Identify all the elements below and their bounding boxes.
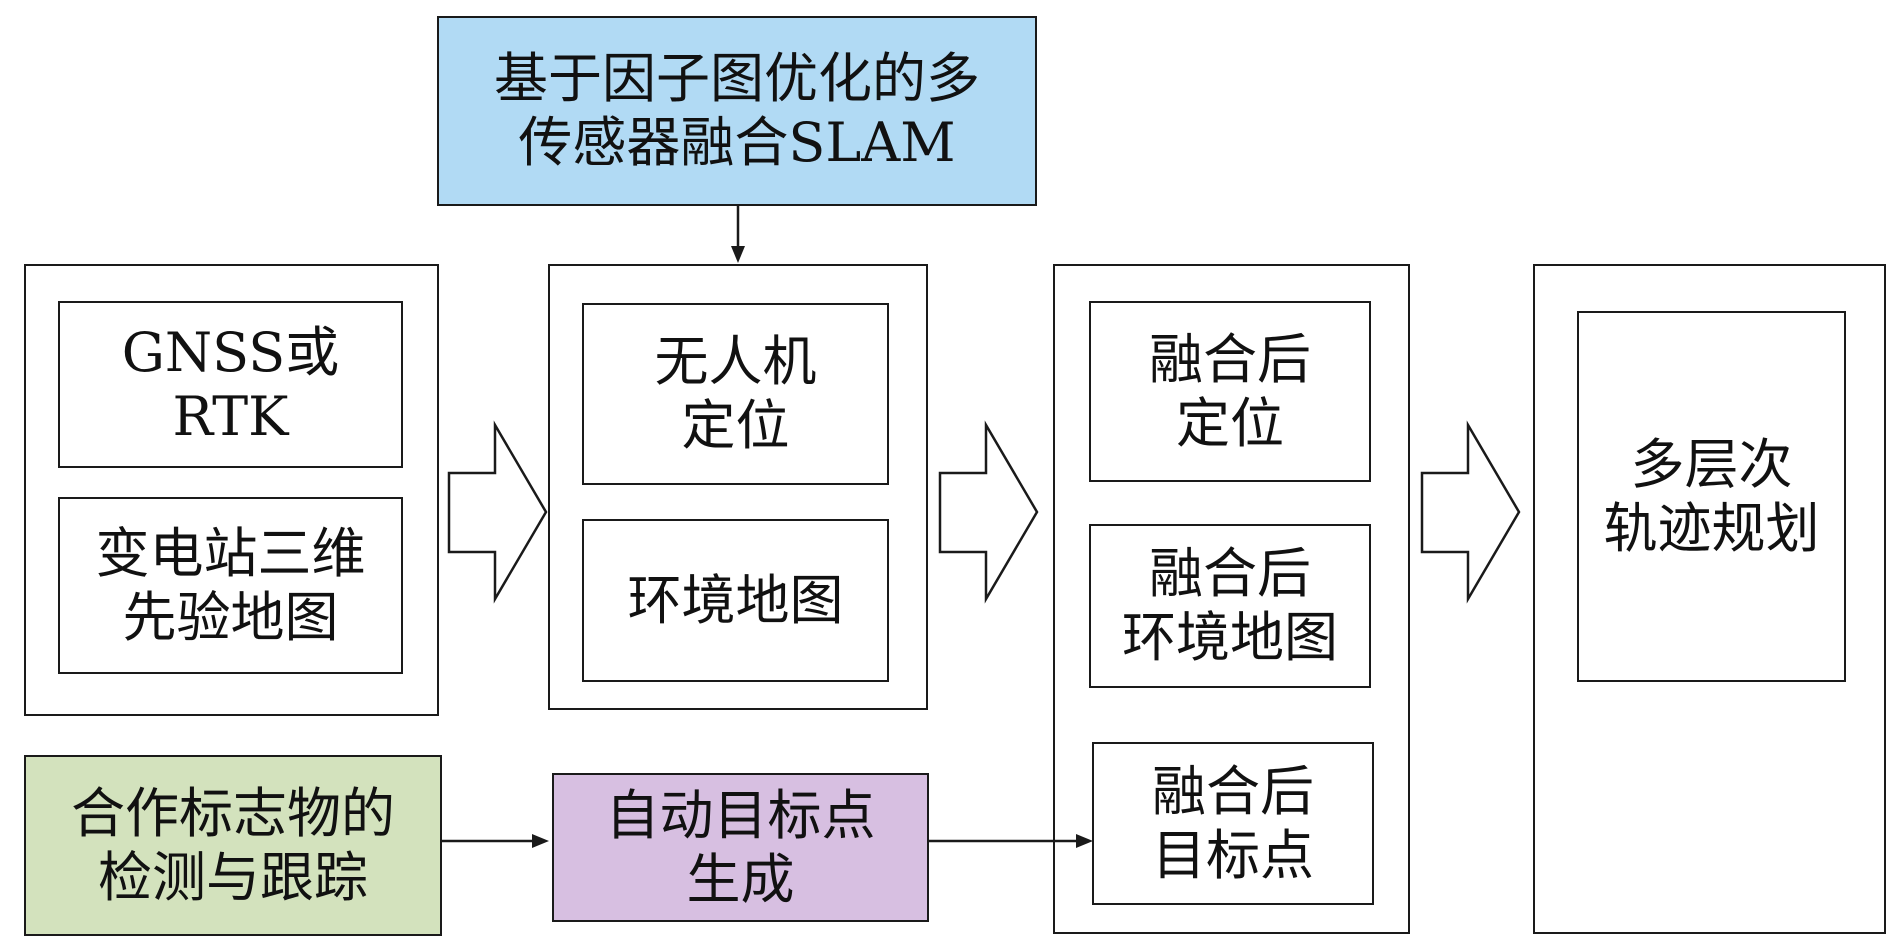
gnss-rtk-box: GNSS或 RTK bbox=[58, 301, 403, 468]
trajectory-planning-line1: 多层次 bbox=[1630, 432, 1793, 496]
fused-target-points-box: 融合后 目标点 bbox=[1092, 742, 1374, 905]
environment-map-line1: 环境地图 bbox=[627, 568, 844, 632]
fused-target-points-line2: 目标点 bbox=[1152, 823, 1314, 887]
fused-environment-map-line2: 环境地图 bbox=[1122, 606, 1338, 669]
uav-localization-box: 无人机 定位 bbox=[582, 303, 889, 485]
trajectory-planning-box: 多层次 轨迹规划 bbox=[1577, 311, 1846, 682]
prior-map-line2: 先验地图 bbox=[122, 585, 339, 649]
hollow-arrow-column3-to-column4 bbox=[1420, 420, 1521, 604]
gnss-rtk-line2: RTK bbox=[172, 384, 289, 448]
slam-box: 基于因子图优化的多 传感器融合SLAM bbox=[437, 16, 1037, 206]
fused-environment-map-box: 融合后 环境地图 bbox=[1089, 524, 1371, 688]
environment-map-box: 环境地图 bbox=[582, 519, 889, 682]
auto-target-generation-line2: 生成 bbox=[686, 847, 795, 911]
hollow-arrow-column2-to-column3 bbox=[938, 420, 1039, 604]
marker-detection-line1: 合作标志物的 bbox=[71, 781, 395, 845]
arrow-marker-to-target-head bbox=[532, 834, 549, 848]
marker-detection-box: 合作标志物的 检测与跟踪 bbox=[24, 755, 442, 936]
trajectory-planning-line2: 轨迹规划 bbox=[1603, 496, 1820, 560]
prior-map-line1: 变电站三维 bbox=[95, 521, 366, 585]
uav-localization-line2: 定位 bbox=[681, 394, 790, 457]
auto-target-generation-line1: 自动目标点 bbox=[605, 783, 876, 847]
uav-localization-line1: 无人机 bbox=[654, 330, 817, 393]
fused-localization-box: 融合后 定位 bbox=[1089, 301, 1371, 482]
marker-detection-line2: 检测与跟踪 bbox=[98, 845, 368, 909]
hollow-arrow-column1-to-column2 bbox=[447, 420, 548, 604]
fused-localization-line1: 融合后 bbox=[1149, 327, 1311, 391]
fused-target-points-line1: 融合后 bbox=[1152, 759, 1314, 823]
fused-localization-line2: 定位 bbox=[1176, 391, 1284, 455]
arrow-slam-to-column2-head bbox=[731, 246, 745, 263]
slam-box-line1: 基于因子图优化的多 bbox=[494, 47, 980, 110]
prior-map-box: 变电站三维 先验地图 bbox=[58, 497, 403, 674]
auto-target-generation-box: 自动目标点 生成 bbox=[552, 773, 929, 922]
gnss-rtk-line1: GNSS或 bbox=[121, 320, 340, 384]
slam-box-line2: 传感器融合SLAM bbox=[518, 111, 956, 174]
fused-environment-map-line1: 融合后 bbox=[1149, 542, 1311, 605]
